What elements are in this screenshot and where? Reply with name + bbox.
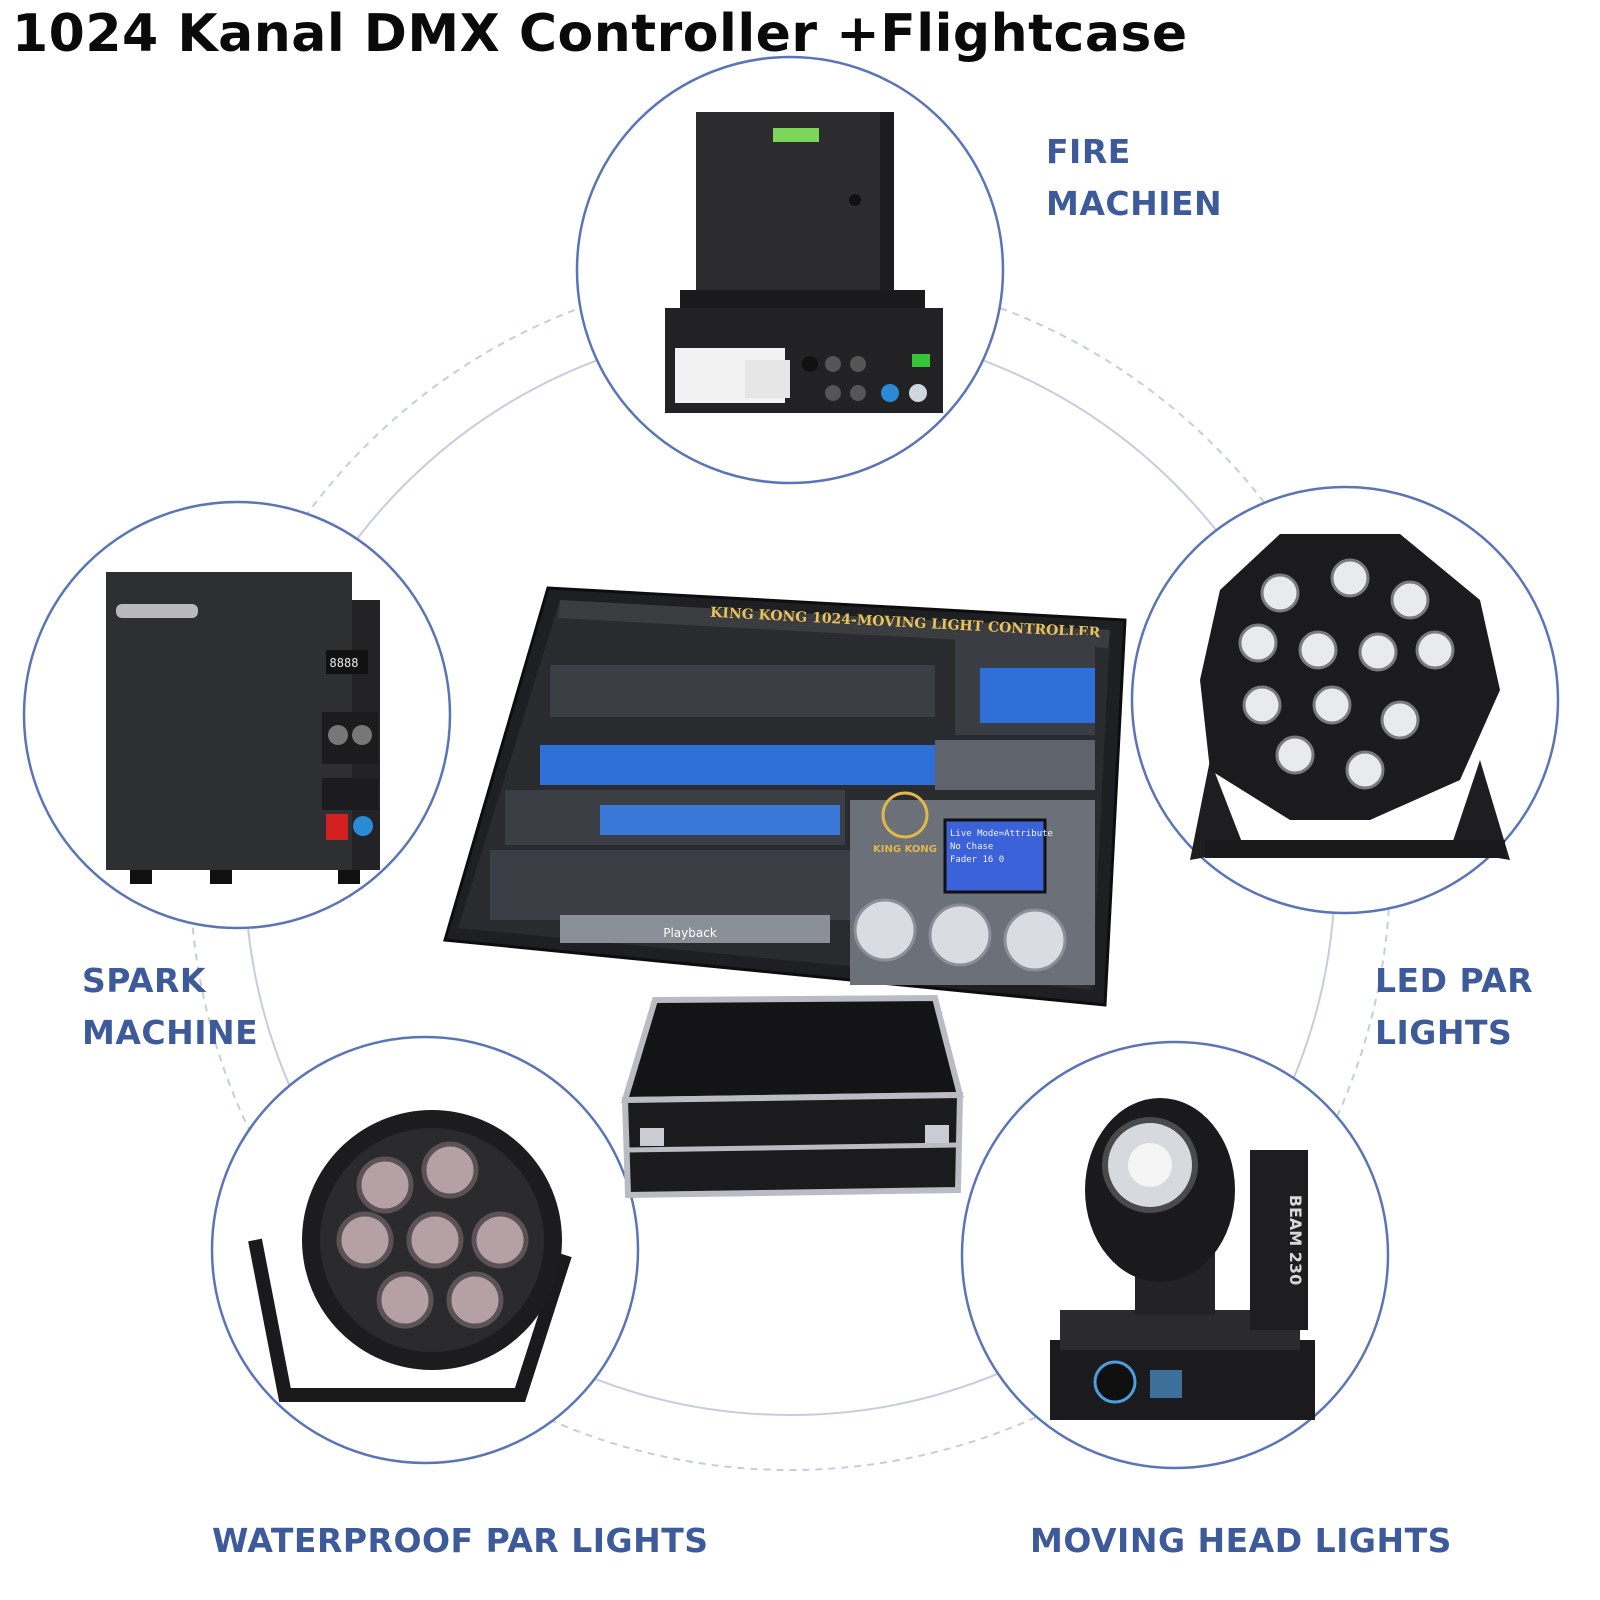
led-par-panel [1130,485,1560,915]
label-moving-head: MOVING HEAD LIGHTS [1030,1521,1452,1560]
moving-head-panel: BEAM 230 [960,1040,1390,1470]
console-playback-label: Playback [663,926,717,940]
waterproof-par-panel [210,1035,640,1465]
lcd-line-1: Live Mode=Attribute [950,829,1053,839]
spark-machine-image [106,572,380,884]
spark-display: 8888 [330,656,359,670]
label-spark-line-2: MACHINE [82,1013,259,1052]
console-wheel-a [853,898,917,962]
spark-machine-panel: 8888 [22,500,452,930]
label-fire-line-2: MACHIEN [1046,184,1223,223]
label-fire-line-1: FIRE [1046,132,1131,171]
page-title: 1024 Kanal DMX Controller +Flightcase [12,4,1188,64]
console-wheel-b [928,903,992,967]
label-fire-machine: FIRE MACHIEN [1046,126,1222,230]
label-ledpar-line-1: LED PAR [1375,961,1534,1000]
dmx-console: KING KONG 1024-MOVING LIGHT CONTROLLER P… [443,586,1127,1007]
fire-machine-image [665,112,943,413]
label-waterproof-par: WATERPROOF PAR LIGHTS [212,1521,709,1560]
console-wheel-c [1003,908,1067,972]
console-logo-text: KING KONG [873,844,937,855]
label-led-par: LED PAR LIGHTS [1375,955,1533,1059]
waterproof-par-image [248,1110,572,1402]
moving-head-brand-text: BEAM 230 [1286,1195,1305,1285]
led-par-image [1190,534,1510,860]
label-spark-machine: SPARK MACHINE [82,955,258,1059]
flightcase [620,994,964,1199]
fader-bank-lower [490,790,850,943]
moving-head-image [1050,1098,1315,1420]
lcd-line-3: Fader 16 0 [950,855,1004,865]
fader-bank-upper [540,665,940,785]
label-spark-line-1: SPARK [82,961,206,1000]
console-lcd [943,818,1047,894]
fire-machine-panel [575,55,1005,485]
lcd-line-2: No Chase [950,842,993,852]
label-ledpar-line-2: LIGHTS [1375,1013,1513,1052]
